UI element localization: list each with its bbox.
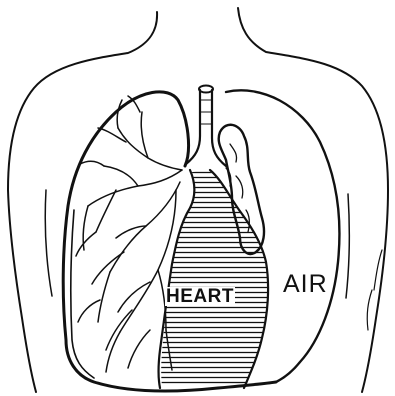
heart-label: HEART xyxy=(165,287,235,306)
neck-left-outline xyxy=(8,12,157,392)
air-label: AIR xyxy=(283,272,328,297)
left-arm-inner-line xyxy=(45,190,52,296)
heart xyxy=(161,170,268,386)
right-arm-inner-line xyxy=(346,194,349,298)
